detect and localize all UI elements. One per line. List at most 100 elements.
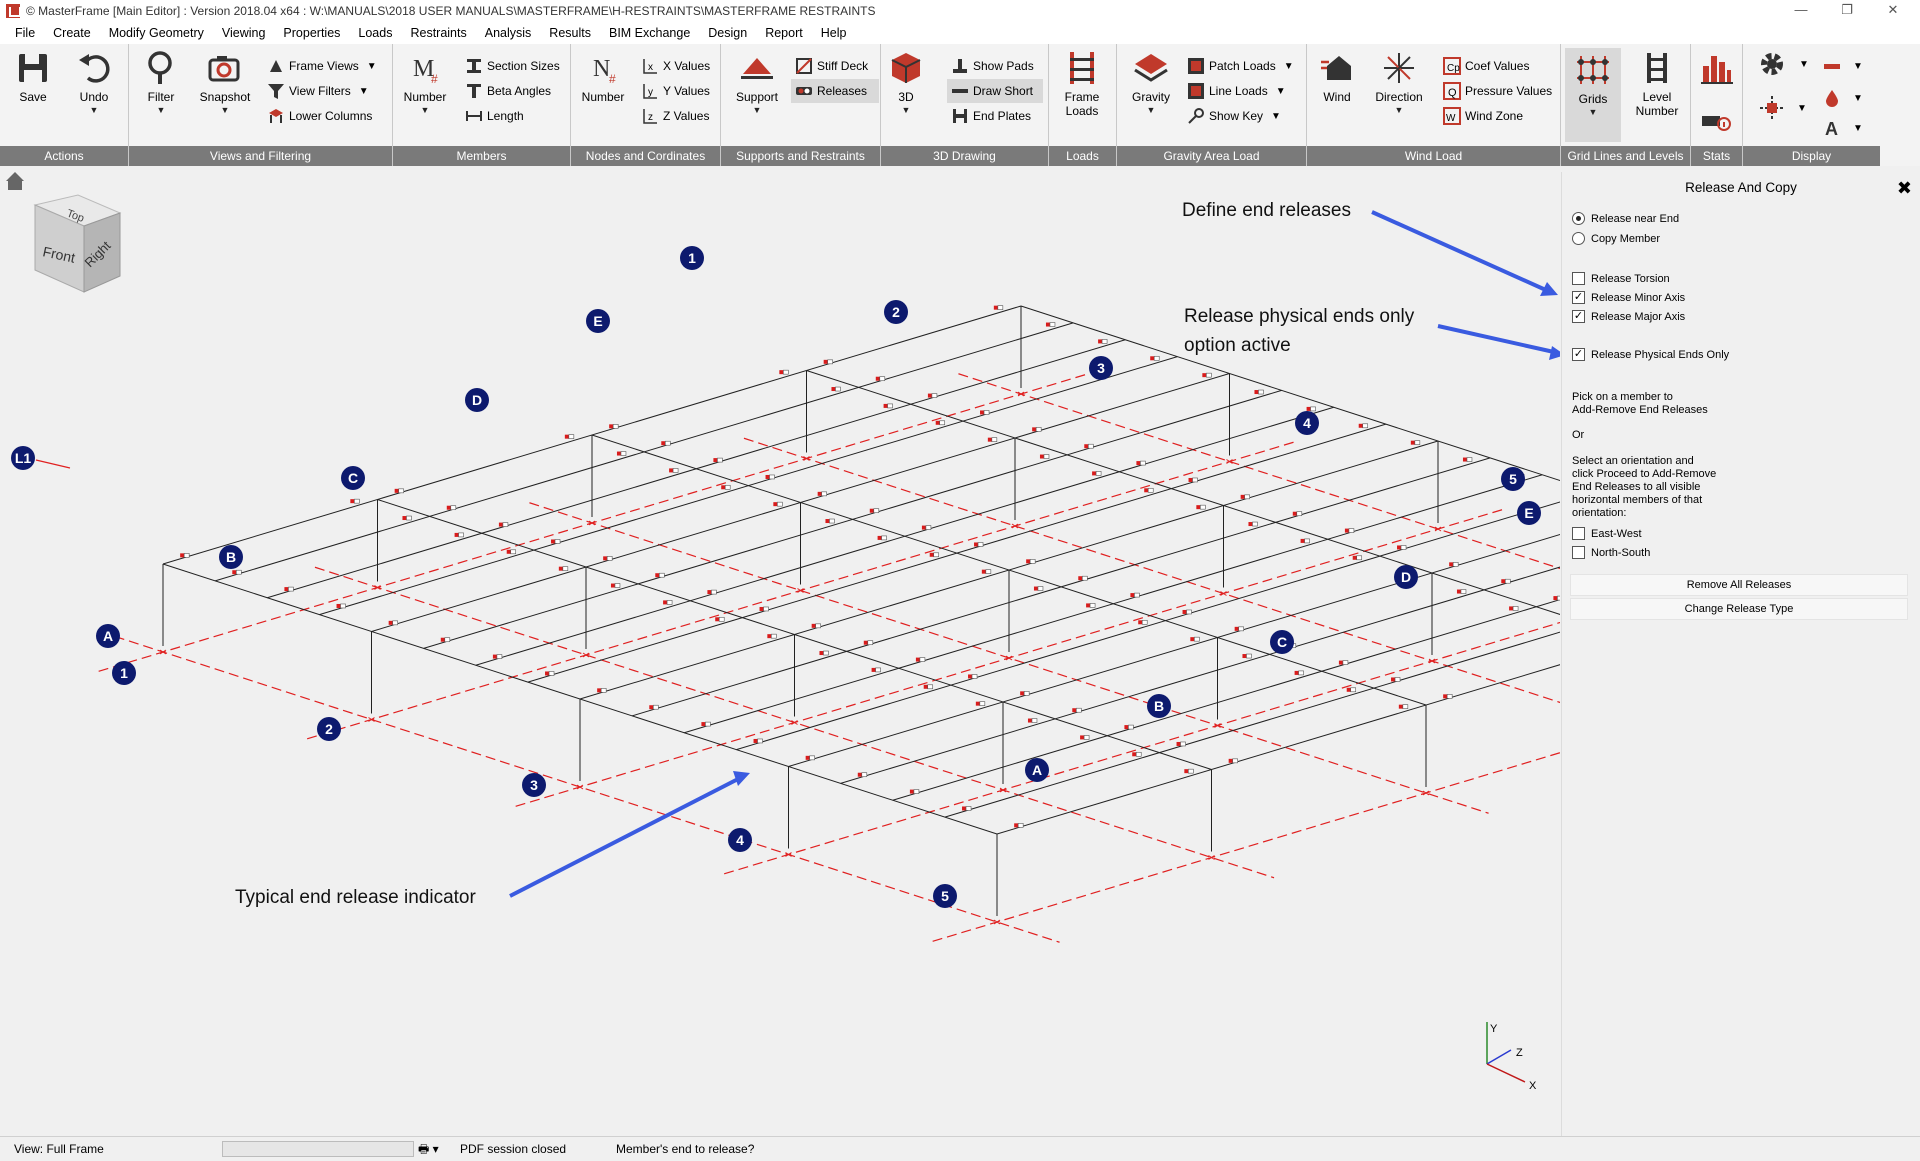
end-release-indicator[interactable] xyxy=(707,589,717,595)
grid-badge-number[interactable]: 1 xyxy=(112,661,136,685)
end-release-indicator[interactable] xyxy=(759,606,769,612)
end-release-indicator[interactable] xyxy=(981,569,992,574)
end-release-indicator[interactable] xyxy=(975,701,986,706)
restore-button[interactable]: ❐ xyxy=(1841,2,1853,17)
end-release-indicator[interactable] xyxy=(492,654,503,659)
beam-member[interactable] xyxy=(944,559,1560,818)
gravity-button[interactable]: Gravity ▼ xyxy=(1127,50,1175,116)
end-release-indicator[interactable] xyxy=(1254,389,1264,395)
radio-release-near-end[interactable]: Release near End xyxy=(1572,212,1679,225)
frame-views-button[interactable]: Frame Views▼ xyxy=(267,54,377,78)
check-release-minor-axis[interactable]: ✓Release Minor Axis xyxy=(1572,291,1685,304)
end-release-indicator[interactable] xyxy=(1078,575,1088,581)
end-release-indicator[interactable] xyxy=(929,552,940,558)
grid-badge-number[interactable]: 1 xyxy=(680,246,704,270)
end-release-indicator[interactable] xyxy=(609,424,619,429)
end-release-indicator[interactable] xyxy=(610,583,621,588)
end-release-indicator[interactable] xyxy=(1098,339,1108,344)
beta-angles-button[interactable]: Beta Angles xyxy=(465,79,551,103)
end-release-indicator[interactable] xyxy=(923,684,934,690)
checkbox[interactable] xyxy=(1572,272,1585,285)
checkbox[interactable]: ✓ xyxy=(1572,348,1585,361)
grid-badge-number[interactable]: 4 xyxy=(728,828,752,852)
check-north-south[interactable]: North-South xyxy=(1572,546,1650,559)
end-release-indicator[interactable] xyxy=(1410,440,1421,445)
panel-close-icon[interactable]: ✖ xyxy=(1896,178,1912,198)
end-release-indicator[interactable] xyxy=(1080,735,1090,740)
node-number-button[interactable]: N# Number xyxy=(579,50,627,104)
end-release-indicator[interactable] xyxy=(551,539,561,544)
beam-member[interactable] xyxy=(631,457,1491,717)
end-release-indicator[interactable] xyxy=(1234,626,1244,632)
end-release-indicator[interactable] xyxy=(440,637,451,643)
end-release-indicator[interactable] xyxy=(987,437,998,442)
beam-member[interactable] xyxy=(996,576,1560,835)
end-release-indicator[interactable] xyxy=(753,738,763,744)
end-release-indicator[interactable] xyxy=(1346,687,1357,693)
end-release-indicator[interactable] xyxy=(857,772,868,778)
end-release-indicator[interactable] xyxy=(1501,578,1511,584)
end-release-indicator[interactable] xyxy=(1202,372,1212,378)
end-release-indicator[interactable] xyxy=(1182,609,1192,615)
end-release-indicator[interactable] xyxy=(1072,707,1082,713)
beam-member[interactable] xyxy=(475,406,1334,666)
grid-badge-number[interactable]: 2 xyxy=(317,717,341,741)
end-release-indicator[interactable] xyxy=(1026,559,1036,564)
grid-badge-letter[interactable]: B xyxy=(219,545,243,569)
grid-badge-number[interactable]: 3 xyxy=(1089,356,1113,380)
end-release-indicator[interactable] xyxy=(1033,586,1044,591)
grid-badge-letter[interactable]: D xyxy=(465,388,489,412)
beam-member[interactable] xyxy=(684,474,1543,734)
color-button[interactable]: ▼ xyxy=(1823,86,1863,110)
checkbox[interactable] xyxy=(1572,546,1585,559)
end-release-indicator[interactable] xyxy=(921,525,932,530)
menu-viewing[interactable]: Viewing xyxy=(221,26,266,40)
end-release-indicator[interactable] xyxy=(446,505,457,511)
end-release-indicator[interactable] xyxy=(454,532,464,538)
end-release-indicator[interactable] xyxy=(765,474,775,480)
end-release-indicator[interactable] xyxy=(823,359,833,365)
grid-badge-letter[interactable]: C xyxy=(1270,630,1294,654)
checkbox[interactable] xyxy=(1572,527,1585,540)
beam-member[interactable] xyxy=(267,339,1126,599)
menu-create[interactable]: Create xyxy=(53,26,91,40)
end-release-indicator[interactable] xyxy=(1462,457,1473,462)
end-release-indicator[interactable] xyxy=(993,305,1004,310)
grid-badge-number[interactable]: 5 xyxy=(933,884,957,908)
beam-member[interactable] xyxy=(527,423,1387,683)
beam-member[interactable] xyxy=(214,322,1074,582)
end-release-indicator[interactable] xyxy=(655,572,665,578)
grid-badge-number[interactable]: 2 xyxy=(884,300,908,324)
end-release-indicator[interactable] xyxy=(962,806,972,811)
end-release-indicator[interactable] xyxy=(819,650,829,656)
end-release-indicator[interactable] xyxy=(180,553,190,558)
save-button[interactable]: Save xyxy=(12,50,54,104)
grid-badge-number[interactable]: 4 xyxy=(1295,411,1319,435)
end-release-indicator[interactable] xyxy=(1124,724,1134,730)
end-release-indicator[interactable] xyxy=(603,556,613,561)
radio-indicator[interactable] xyxy=(1572,232,1585,245)
end-release-indicator[interactable] xyxy=(1338,660,1349,665)
grid-badge-number[interactable]: 5 xyxy=(1501,467,1525,491)
beam-member[interactable] xyxy=(806,370,1561,641)
end-release-indicator[interactable] xyxy=(564,434,575,439)
end-release-indicator[interactable] xyxy=(1176,741,1186,747)
wind-button[interactable]: Wind xyxy=(1315,50,1359,104)
printer-icon[interactable]: 🖶 ▾ xyxy=(418,1142,439,1156)
snapshot-button[interactable]: Snapshot ▼ xyxy=(197,50,253,116)
end-release-indicator[interactable] xyxy=(1196,504,1206,510)
end-release-indicator[interactable] xyxy=(350,498,360,504)
menu-analysis[interactable]: Analysis xyxy=(484,26,532,40)
end-release-indicator[interactable] xyxy=(805,755,815,761)
menu-properties[interactable]: Properties xyxy=(283,26,341,40)
menu-loads[interactable]: Loads xyxy=(358,26,393,40)
stats-info-button[interactable] xyxy=(1701,110,1735,134)
end-release-indicator[interactable] xyxy=(336,603,346,609)
end-release-indicator[interactable] xyxy=(1391,677,1401,682)
end-release-indicator[interactable] xyxy=(825,518,835,524)
end-release-indicator[interactable] xyxy=(779,369,789,375)
